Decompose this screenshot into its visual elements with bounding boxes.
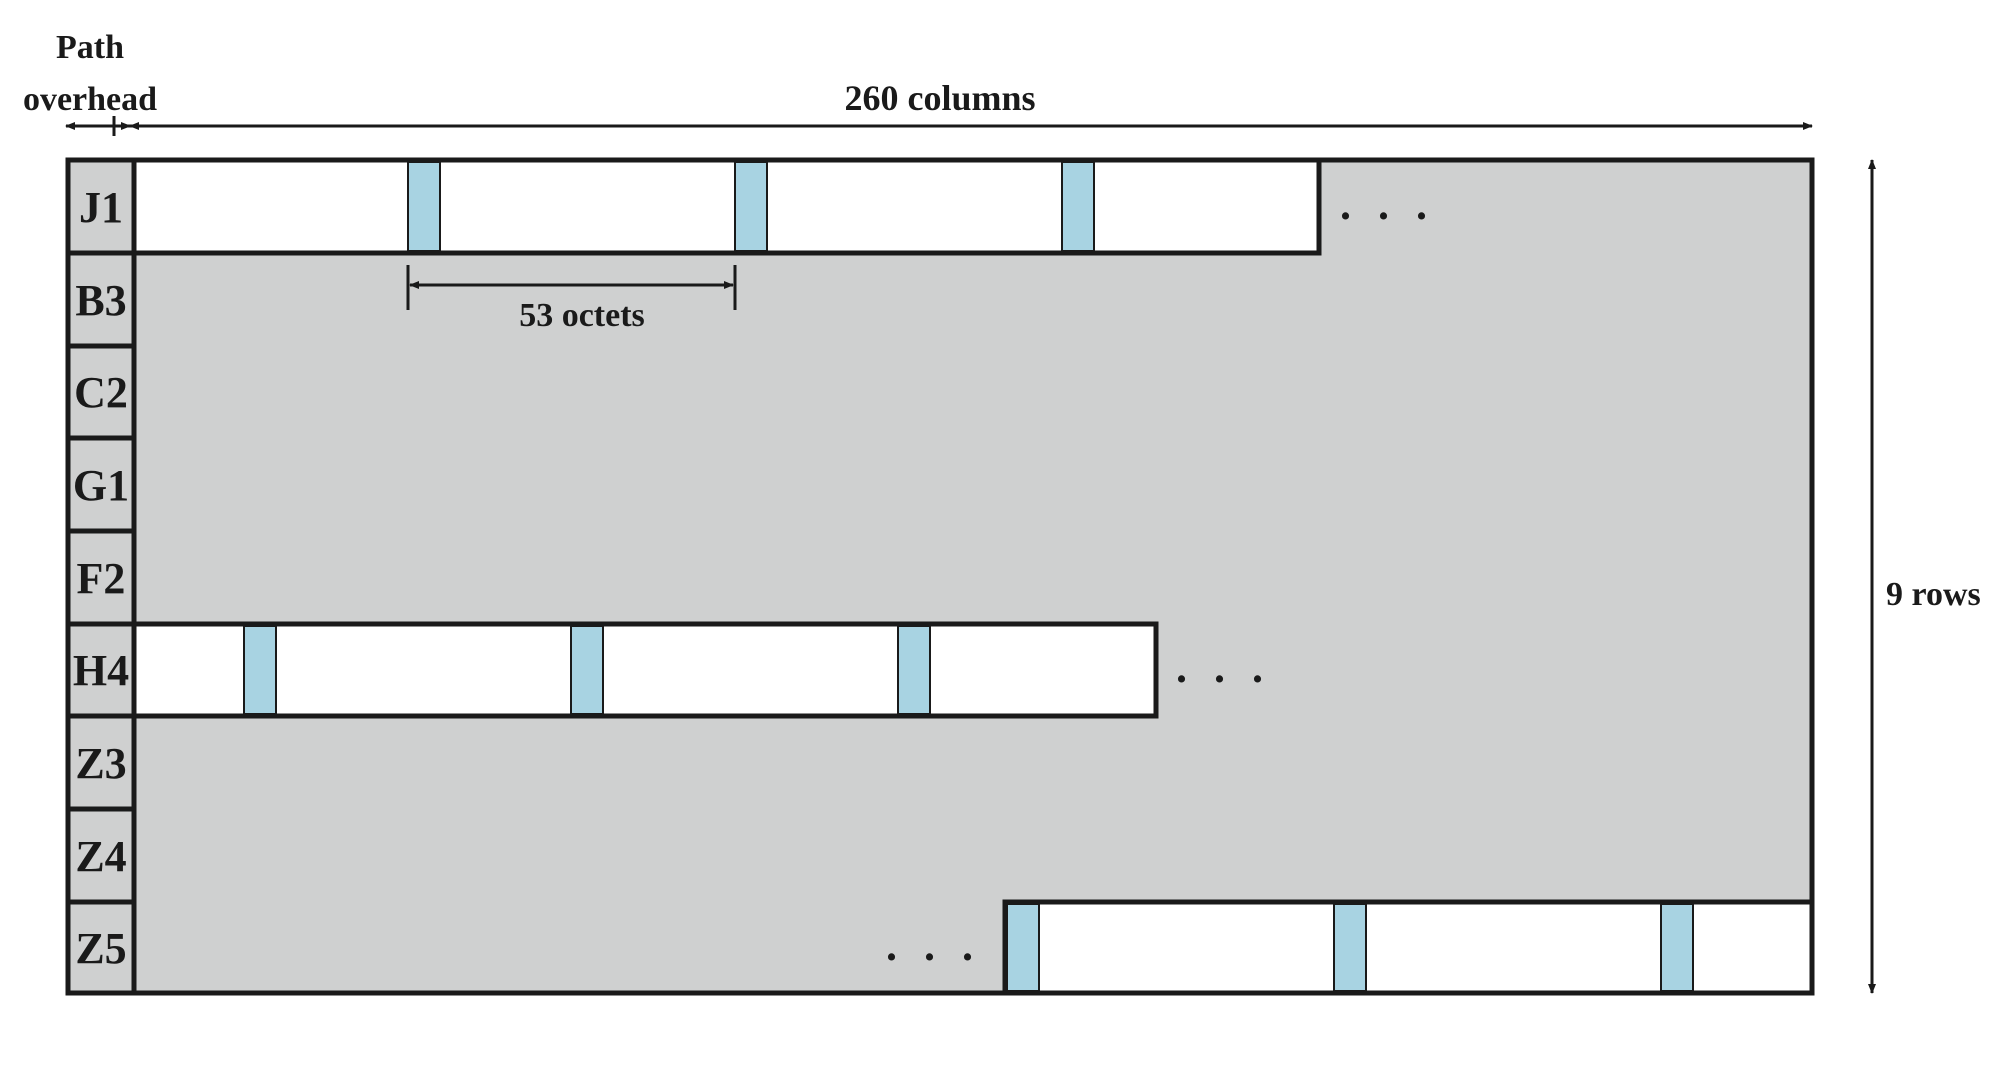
overhead-label-h4: H4: [73, 646, 129, 695]
overhead-cell-c2: [65, 343, 137, 441]
columns-label: 260 columns: [844, 78, 1035, 118]
overhead-label-j1: J1: [79, 183, 123, 232]
overhead-label-c2: C2: [74, 368, 128, 417]
cell-strip: [131, 157, 1322, 256]
cell-header-marker: [243, 625, 277, 715]
cell-header-marker: [1660, 903, 1694, 992]
payload-area: [131, 157, 1815, 996]
overhead-cell-j1: [65, 157, 137, 256]
cell-header-marker: [897, 625, 931, 715]
cell-header-marker: [1061, 161, 1095, 252]
cell-header-marker: [734, 161, 768, 252]
cell-stream-z5: . . .: [886, 899, 1815, 996]
continuation-dots: . . .: [886, 921, 981, 970]
cell-header-marker: [570, 625, 604, 715]
path-overhead-label-line1: Path: [56, 29, 124, 66]
continuation-dots: . . .: [1176, 643, 1271, 692]
overhead-cell-f2: [65, 528, 137, 627]
overhead-label-f2: F2: [77, 554, 126, 603]
octets-label: 53 octets: [519, 297, 645, 334]
cell-size-dimension: 53 octets: [406, 265, 737, 334]
overhead-cell-z4: [65, 806, 137, 905]
cell-header-marker: [407, 161, 441, 252]
overhead-label-z5: Z5: [75, 924, 126, 973]
cell-header-marker: [1333, 903, 1367, 992]
overhead-label-z3: Z3: [75, 739, 126, 788]
cell-strip: [131, 621, 1159, 719]
overhead-label-z4: Z4: [75, 832, 126, 881]
cell-header-marker: [1006, 903, 1040, 992]
path-overhead-column: J1 B3 C2 G1 F2 H4 Z3 Z4 Z5: [65, 157, 137, 996]
overhead-label-b3: B3: [75, 276, 126, 325]
cell-stream-h4: . . .: [131, 621, 1271, 719]
rows-label: 9 rows: [1886, 576, 1981, 613]
overhead-cell-z5: [65, 899, 137, 996]
overhead-label-g1: G1: [73, 461, 129, 510]
overhead-cell-h4: [65, 621, 137, 719]
cell-stream-j1: . . .: [131, 157, 1435, 256]
overhead-cell-z3: [65, 713, 137, 812]
path-overhead-label-line2: overhead: [23, 81, 157, 118]
continuation-dots: . . .: [1340, 180, 1435, 229]
